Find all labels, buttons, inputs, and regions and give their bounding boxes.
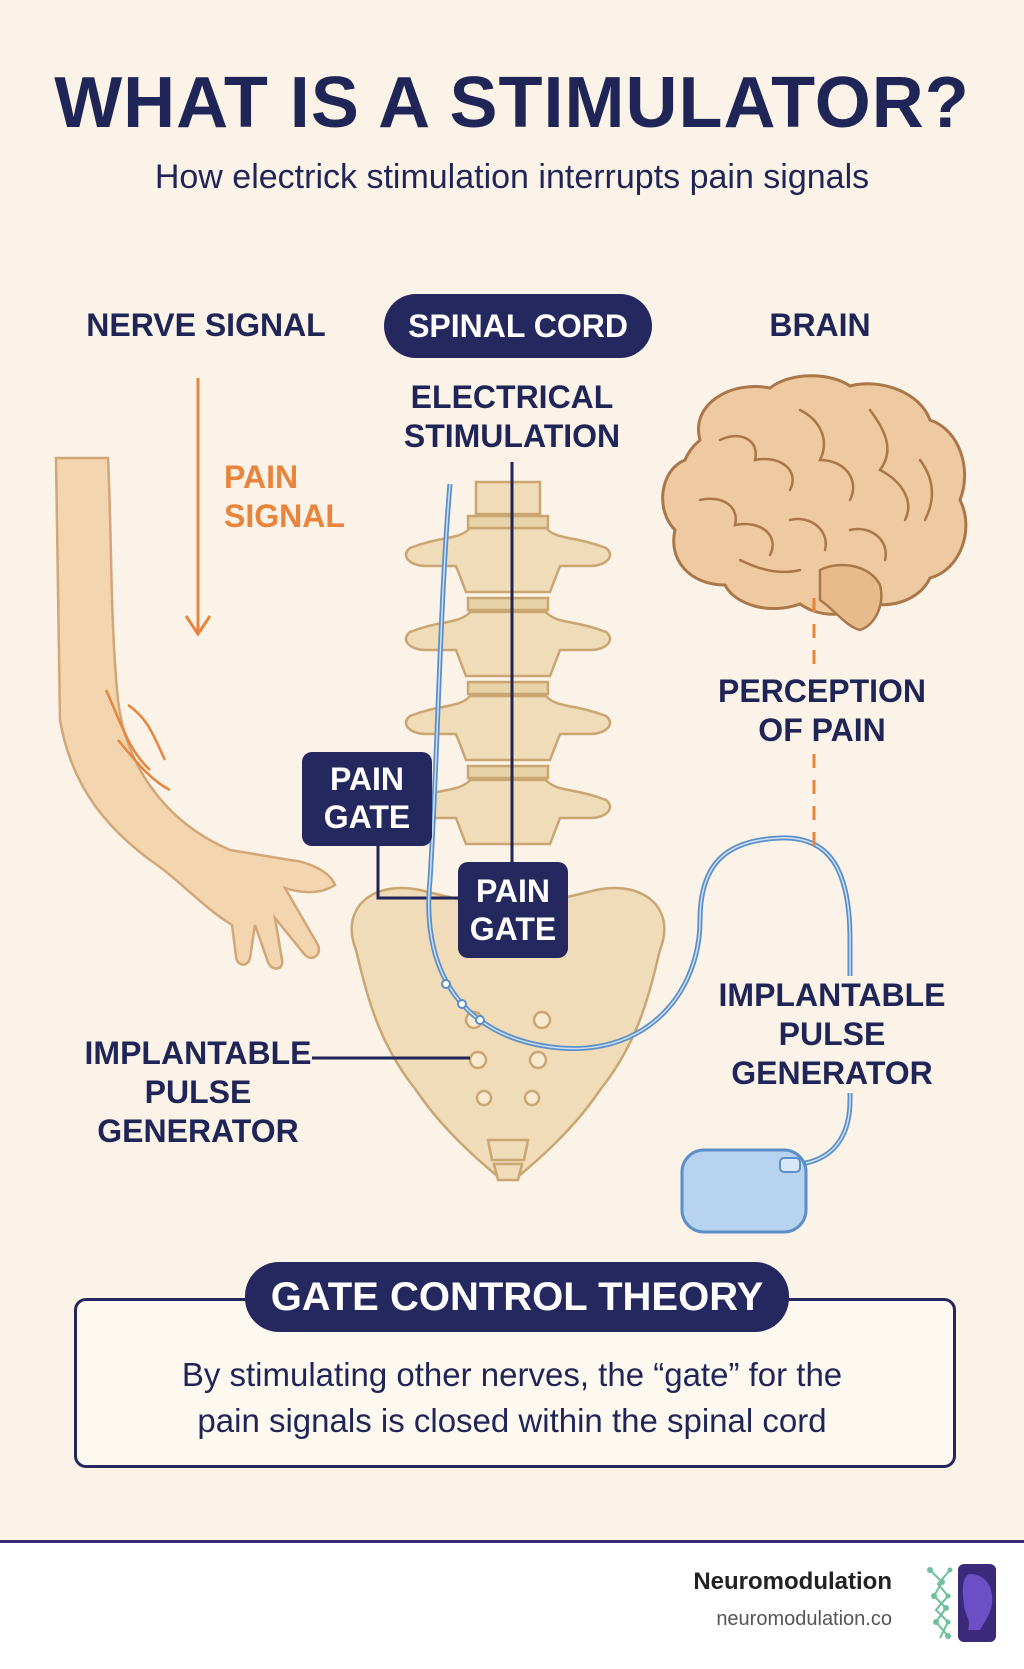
pain-gate-connector (376, 846, 458, 900)
brand-url[interactable]: neuromodulation.co (716, 1608, 892, 1630)
page-subtitle: How electrick stimulation interrupts pai… (154, 158, 870, 196)
pulse-generator-device (680, 1148, 808, 1234)
brand-name: Neuromodulation (693, 1568, 892, 1595)
spinal-cord-pill: SPINAL CORD (384, 294, 652, 358)
brain-illustration (661, 374, 968, 632)
nerve-signal-label: NERVE SIGNAL (86, 307, 326, 343)
electrical-stimulation-label: ELECTRICAL STIMULATION (403, 379, 621, 454)
brand-logo-icon (927, 1564, 996, 1642)
pain-signal-arrow (184, 378, 212, 637)
lead-electrodes (441, 979, 485, 1025)
ipg-right-label: IMPLANTABLE PULSE GENERATOR (712, 976, 952, 1093)
spine-illustration (350, 480, 666, 1182)
gate-control-theory-text: By stimulating other nerves, the “gate” … (181, 1356, 843, 1439)
brain-label: BRAIN (769, 307, 871, 343)
pain-gate-left-box: PAIN GATE (302, 752, 432, 846)
ipg-left-label: IMPLANTABLE PULSE GENERATOR (84, 1035, 312, 1149)
page-title: WHAT IS A STIMULATOR? (54, 63, 970, 143)
arm-illustration (54, 456, 337, 970)
footer-bar (0, 1540, 1024, 1669)
gate-control-theory-heading: GATE CONTROL THEORY (245, 1262, 789, 1332)
diagram-illustration (54, 374, 968, 1234)
perception-of-pain-label: PERCEPTION OF PAIN (700, 672, 944, 750)
pain-signal-label: PAIN SIGNAL (224, 459, 345, 534)
pain-gate-center-box: PAIN GATE (458, 862, 568, 958)
